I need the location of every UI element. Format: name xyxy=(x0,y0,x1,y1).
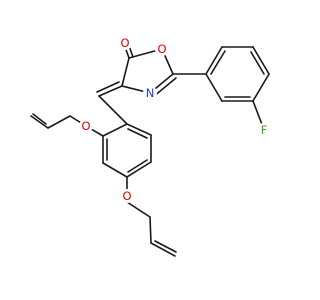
atom-label-o-ring: O xyxy=(157,42,166,56)
bond-bz-a xyxy=(126,123,152,136)
bond-allyl1-ch2 xyxy=(30,115,49,129)
bond-fp-d xyxy=(252,73,270,102)
bond-bz-double-2 xyxy=(127,159,148,173)
bond-allyl1-ch2-double xyxy=(32,113,47,125)
molecule-structure: O O N F O O xyxy=(30,36,271,257)
bond-c4-vinyl xyxy=(98,85,123,97)
atom-o-carbonyl: O xyxy=(118,36,132,50)
atom-n-ring: N xyxy=(143,86,157,100)
atom-label-layer: O O N F O O xyxy=(79,36,271,203)
atom-label-f: F xyxy=(261,123,268,137)
atom-o-ring: O xyxy=(155,42,169,56)
bond-layer xyxy=(30,42,270,257)
atom-label-n-ring: N xyxy=(146,86,155,100)
bond-fp-f-sub xyxy=(252,100,264,128)
atom-o-ether1: O xyxy=(79,119,93,133)
bond-allyl1-ch xyxy=(47,115,71,129)
bond-allyl2-ch2-double xyxy=(154,240,177,253)
bond-bz-d xyxy=(102,162,128,178)
atom-label-o-ether2: O xyxy=(122,189,131,203)
bond-fp-double-1 xyxy=(210,50,226,75)
bond-fp-double-2 xyxy=(250,51,265,75)
bond-allyl2-ch2 xyxy=(150,242,176,257)
bond-fp-a xyxy=(205,46,223,75)
atom-label-o-ether1: O xyxy=(81,119,90,133)
bond-allyl2-ch xyxy=(149,216,152,244)
atom-label-o-carbonyl: O xyxy=(120,36,129,50)
bond-c5-c4 xyxy=(121,57,130,87)
atom-o-ether2: O xyxy=(120,189,134,203)
bond-bz-f xyxy=(102,123,128,137)
bond-vinyl-aryl xyxy=(98,95,128,125)
bond-bz-c xyxy=(126,161,152,178)
bond-fp-f xyxy=(205,73,223,102)
bond-bz-double-1 xyxy=(127,128,148,139)
atom-f: F xyxy=(257,123,271,137)
bond-c4-vinyl-double xyxy=(96,81,120,93)
bond-o-ether2-ch2 xyxy=(126,201,151,218)
bond-fp-c xyxy=(252,46,270,75)
